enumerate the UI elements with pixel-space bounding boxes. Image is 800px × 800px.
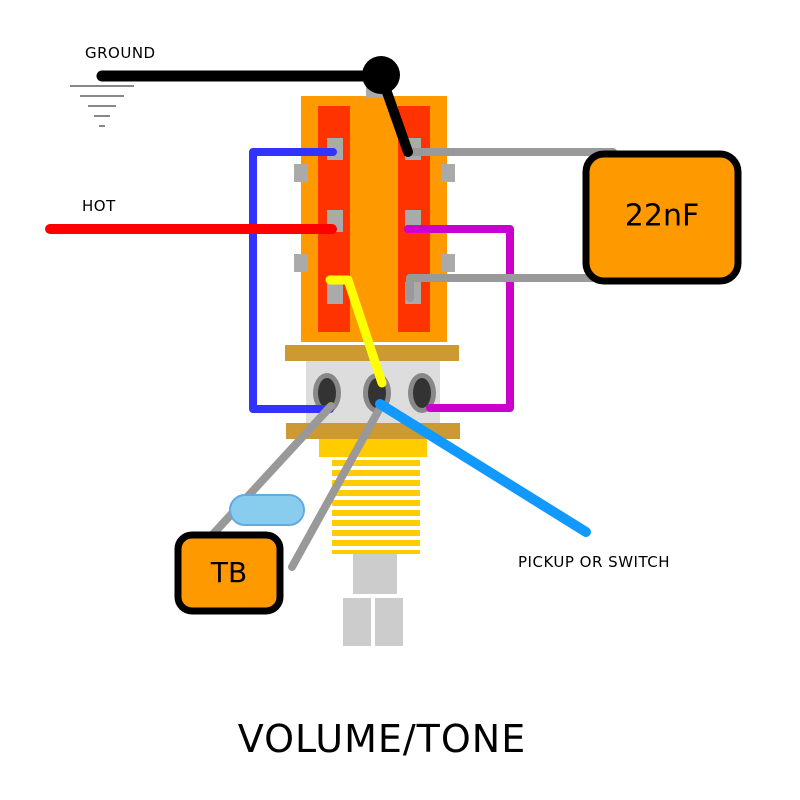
treble-bleed-component: TB bbox=[174, 531, 284, 615]
capacitor-22nf: 22nF bbox=[582, 150, 742, 285]
yellow-wire bbox=[325, 275, 387, 388]
pickup-label: PICKUP OR SWITCH bbox=[518, 553, 670, 571]
ground-symbol bbox=[70, 85, 134, 127]
diagram-title: VOLUME/TONE bbox=[238, 717, 527, 761]
ground-solder-point bbox=[362, 56, 400, 94]
pot-shaft bbox=[343, 554, 403, 646]
capacitor-leads bbox=[404, 148, 617, 302]
hot-label: HOT bbox=[82, 197, 116, 215]
capacitor-label: 22nF bbox=[625, 199, 699, 234]
bleed-resistor bbox=[229, 494, 305, 526]
pickup-wire bbox=[375, 399, 591, 537]
threaded-bushing bbox=[319, 439, 427, 554]
push-pull-switch-body bbox=[294, 84, 455, 342]
ground-label: GROUND bbox=[85, 44, 156, 62]
treble-bleed-leads bbox=[199, 402, 385, 571]
treble-bleed-label: TB bbox=[210, 556, 247, 589]
purple-wire bbox=[404, 225, 514, 412]
blue-wire bbox=[249, 148, 337, 413]
ground-wire bbox=[96, 56, 413, 157]
